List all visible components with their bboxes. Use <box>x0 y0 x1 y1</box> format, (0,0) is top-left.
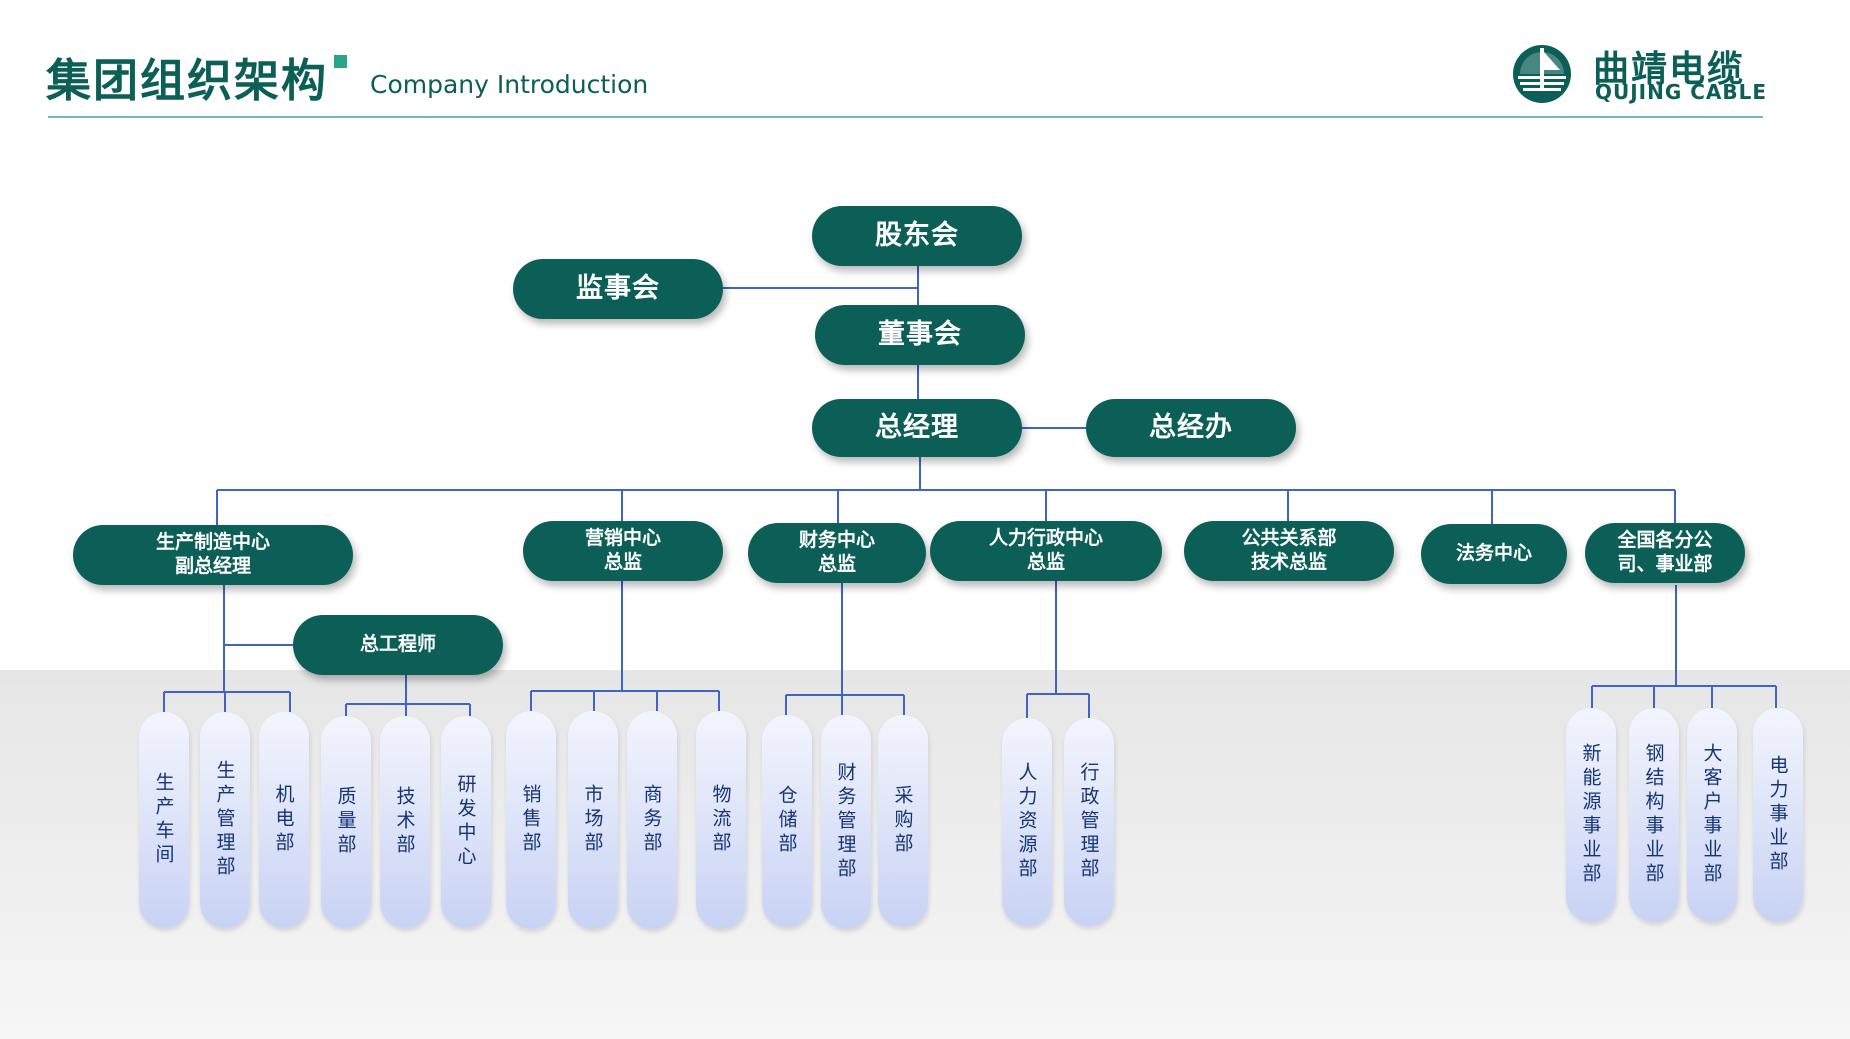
dept-label: 商务部 <box>640 784 663 856</box>
dept-label: 市场部 <box>581 784 604 856</box>
dept-rnd-center: 研发中心 <box>441 716 491 928</box>
center-branches-node: 全国各分公 司、事业部 <box>1585 523 1745 583</box>
chief-engineer-node: 总工程师 <box>293 615 503 675</box>
center-legal-node: 法务中心 <box>1421 524 1567 584</box>
supervisory-board-node: 监事会 <box>513 259 723 319</box>
dept-label: 采购部 <box>891 785 914 857</box>
dept-production-workshop: 生产车间 <box>139 712 189 928</box>
dept-warehouse: 仓储部 <box>762 715 812 927</box>
dept-power: 电力事业部 <box>1753 708 1803 922</box>
dept-technology: 技术部 <box>380 716 430 928</box>
dept-label: 生产车间 <box>152 772 175 868</box>
dept-electromechanical: 机电部 <box>259 712 309 928</box>
dept-label: 大客户事业部 <box>1700 743 1723 887</box>
dept-label: 技术部 <box>393 786 416 858</box>
dept-label: 生产管理部 <box>213 760 236 880</box>
dept-label: 销售部 <box>519 784 542 856</box>
center-marketing-node: 营销中心 总监 <box>523 521 723 581</box>
dept-steel-structure: 钢结构事业部 <box>1629 708 1679 922</box>
dept-production-management: 生产管理部 <box>200 712 250 928</box>
gm-office-node: 总经办 <box>1086 399 1296 457</box>
dept-sales: 销售部 <box>506 711 556 929</box>
center-production-node: 生产制造中心 副总经理 <box>73 525 353 585</box>
dept-label: 仓储部 <box>775 785 798 857</box>
dept-human-resources: 人力资源部 <box>1002 718 1052 926</box>
dept-label: 机电部 <box>272 784 295 856</box>
page-subtitle: Company Introduction <box>370 70 649 99</box>
dept-commerce: 商务部 <box>627 711 677 929</box>
dept-quality: 质量部 <box>321 716 371 928</box>
board-of-directors-node: 董事会 <box>815 305 1025 365</box>
dept-label: 质量部 <box>334 786 357 858</box>
company-logo-icon <box>1513 45 1571 103</box>
dept-logistics: 物流部 <box>696 711 746 929</box>
center-finance-node: 财务中心 总监 <box>748 523 926 583</box>
dept-label: 钢结构事业部 <box>1642 743 1665 887</box>
logo-english-name: QUJING CABLE <box>1595 80 1768 104</box>
center-public-relations-node: 公共关系部 技术总监 <box>1184 521 1394 581</box>
dept-financial-management: 财务管理部 <box>821 715 871 929</box>
dept-label: 行政管理部 <box>1077 762 1100 882</box>
dept-label: 物流部 <box>709 784 732 856</box>
dept-label: 研发中心 <box>454 774 477 870</box>
dept-key-accounts: 大客户事业部 <box>1687 708 1737 922</box>
header-divider <box>48 116 1763 118</box>
dept-purchasing: 采购部 <box>878 715 928 927</box>
dept-market: 市场部 <box>568 711 618 929</box>
page-title: 集团组织架构 <box>46 54 329 107</box>
dept-label: 电力事业部 <box>1766 755 1789 875</box>
general-manager-node: 总经理 <box>812 399 1022 457</box>
dept-label: 财务管理部 <box>834 762 857 882</box>
shareholders-meeting-node: 股东会 <box>812 206 1022 266</box>
dept-new-energy: 新能源事业部 <box>1566 708 1616 922</box>
logo-chinese-name: 曲靖电缆 <box>1593 49 1746 90</box>
center-hr-admin-node: 人力行政中心 总监 <box>930 521 1162 581</box>
title-accent-square <box>334 55 347 68</box>
dept-label: 人力资源部 <box>1015 762 1038 882</box>
dept-label: 新能源事业部 <box>1579 743 1602 887</box>
dept-administration: 行政管理部 <box>1064 718 1114 926</box>
